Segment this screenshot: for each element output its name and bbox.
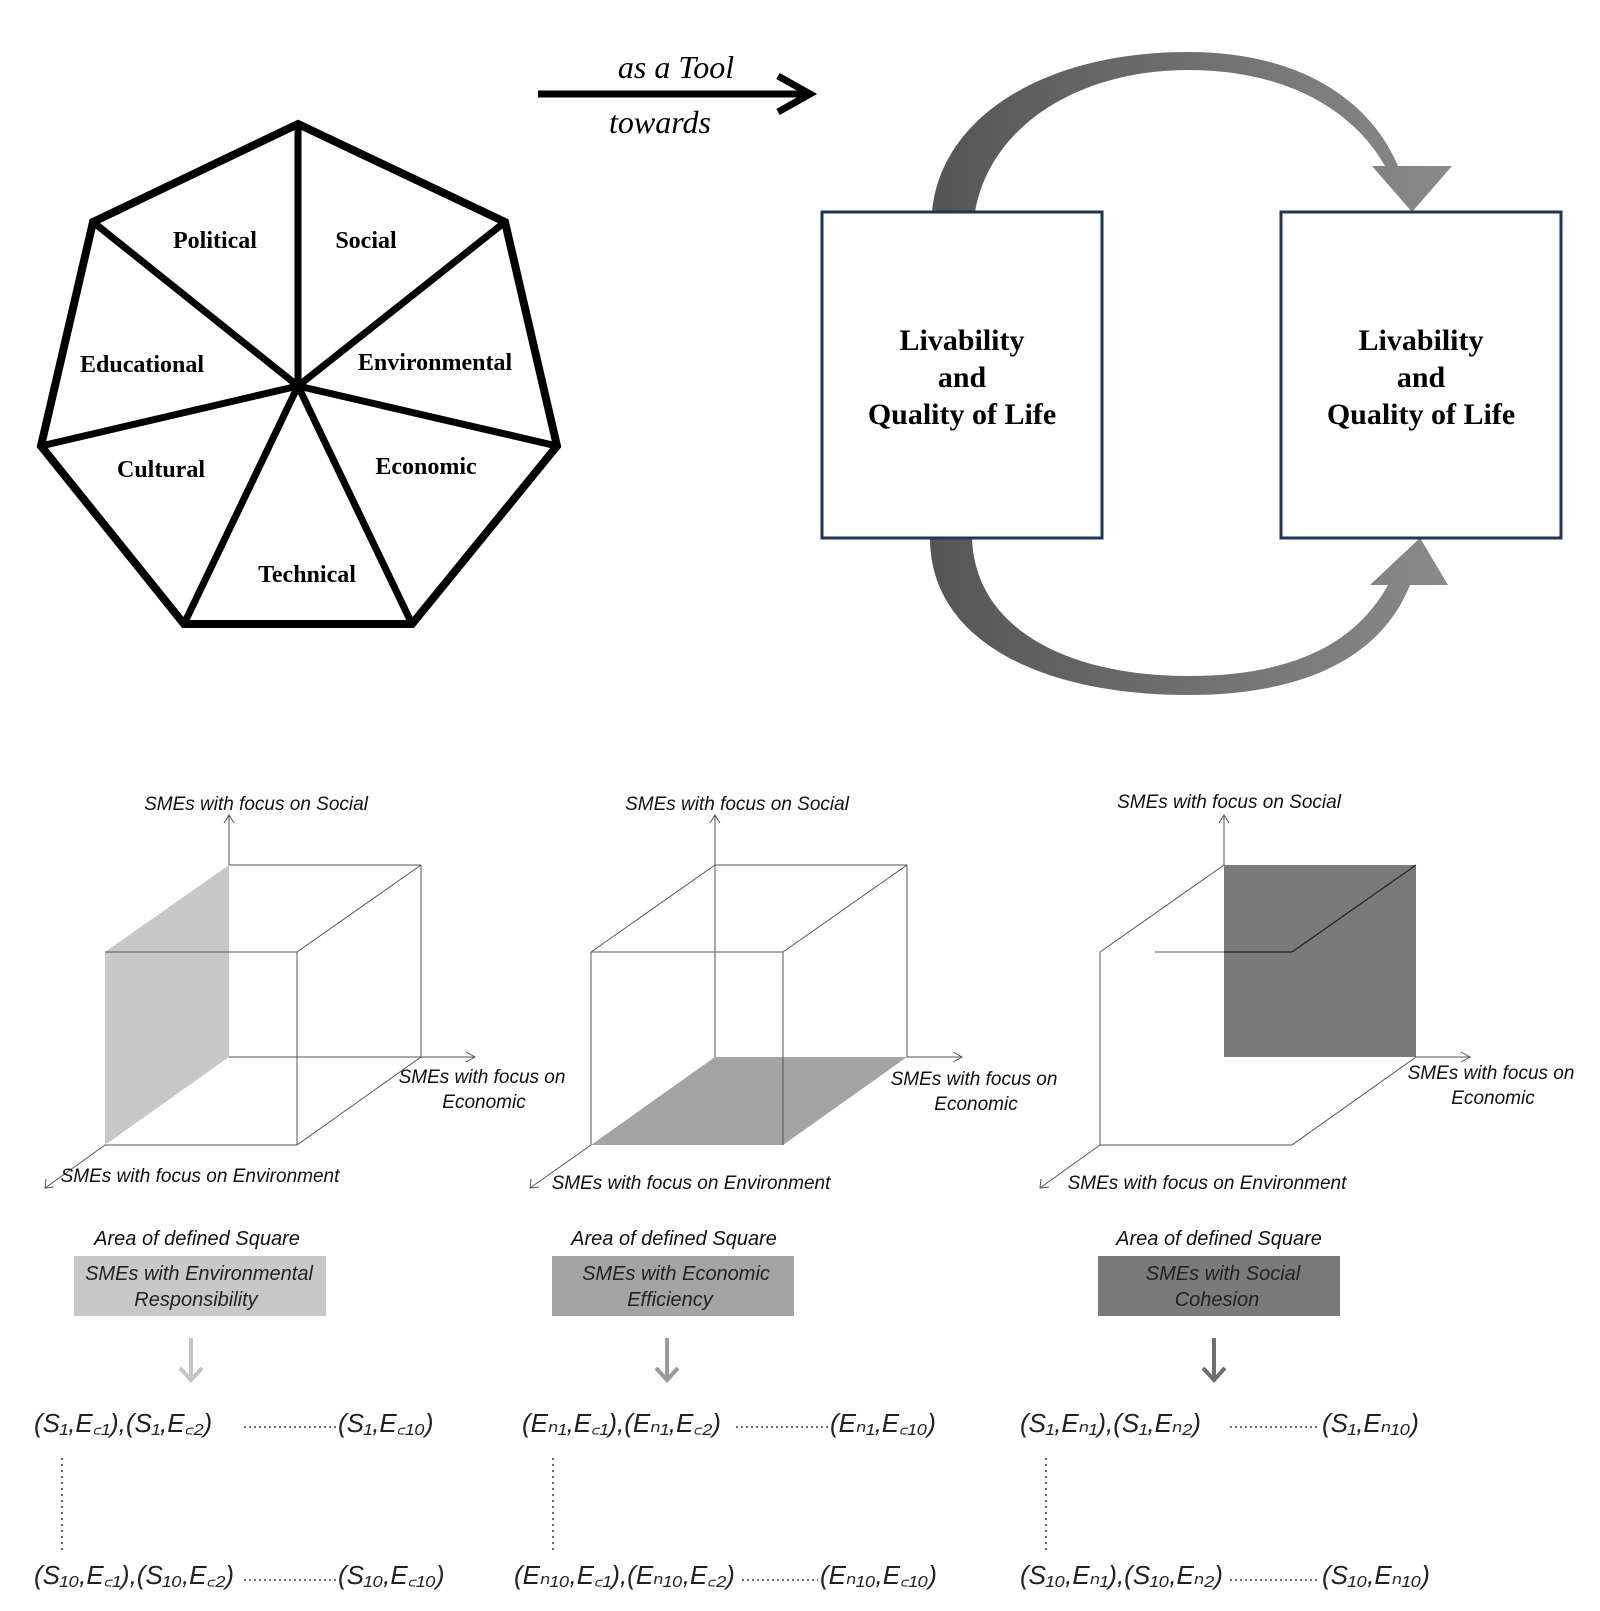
formula-col1-bot-b: (S₁₀,E꜀₁₀) xyxy=(338,1560,445,1590)
cube-environmental: SMEs with focus on Social SMEs with focu… xyxy=(44,794,566,1383)
formula-block: (S₁,E꜀₁),(S₁,E꜀₂) (S₁,E꜀₁₀) (S₁₀,E꜀₁),(S… xyxy=(34,1408,1430,1590)
result-label-2b: Efficiency xyxy=(627,1289,714,1311)
box-right-line3: Quality of Life xyxy=(1327,398,1515,431)
axis-environment-3: SMEs with focus on Environment xyxy=(1068,1173,1348,1194)
shaded-face-economic xyxy=(591,1057,907,1145)
formula-col2-bot-b: (Eₙ₁₀,E꜀₁₀) xyxy=(820,1560,937,1590)
cube-social: SMEs with focus on Social SMEs with focu… xyxy=(1039,792,1575,1383)
tool-label-top: as a Tool xyxy=(618,49,734,85)
cycle-arrow-bottom xyxy=(930,538,1448,695)
axis-economic-3b: Economic xyxy=(1451,1088,1535,1109)
formula-col2-top-b: (Eₙ₁,E꜀₁₀) xyxy=(830,1408,936,1438)
segment-cultural: Cultural xyxy=(117,457,205,483)
shaded-face-social xyxy=(1224,865,1416,1057)
formula-col3-top-b: (S₁,Eₙ₁₀) xyxy=(1322,1408,1419,1438)
cycle-arrow-top xyxy=(932,52,1452,212)
axis-economic-2a: SMEs with focus on xyxy=(891,1069,1058,1090)
livability-box-left xyxy=(820,210,1104,540)
formula-col3-top-a: (S₁,Eₙ₁),(S₁,Eₙ₂) xyxy=(1020,1408,1201,1438)
formula-col3-bot-a: (S₁₀,Eₙ₁),(S₁₀,Eₙ₂) xyxy=(1020,1560,1223,1590)
segment-environmental: Environmental xyxy=(358,350,513,376)
axis-economic-2b: Economic xyxy=(934,1094,1018,1115)
result-box-social xyxy=(1098,1256,1340,1316)
down-arrow-2 xyxy=(654,1338,680,1383)
formula-col2-top-a: (Eₙ₁,E꜀₁),(Eₙ₁,E꜀₂) xyxy=(522,1408,721,1438)
cycle-diagram: Livability and Quality of Life Livabilit… xyxy=(820,52,1563,695)
heptagon-diagram: Political Social Environmental Economic … xyxy=(36,119,562,628)
axis-social-3: SMEs with focus on Social xyxy=(1117,792,1342,813)
axis-economic-3a: SMEs with focus on xyxy=(1408,1063,1575,1084)
segment-economic: Economic xyxy=(375,454,477,480)
segment-technical: Technical xyxy=(258,562,356,588)
result-label-1a: SMEs with Environmental xyxy=(85,1263,313,1285)
shaded-face-environmental xyxy=(105,865,229,1145)
formula-col1-top-b: (S₁,E꜀₁₀) xyxy=(338,1408,434,1438)
livability-box-right xyxy=(1279,210,1563,540)
formula-col1-bot-a: (S₁₀,E꜀₁),(S₁₀,E꜀₂) xyxy=(34,1560,234,1590)
down-arrow-3 xyxy=(1201,1338,1227,1383)
formula-col3-bot-b: (S₁₀,Eₙ₁₀) xyxy=(1322,1560,1430,1590)
tool-arrow: as a Tool towards xyxy=(538,49,818,140)
axis-economic-1b: Economic xyxy=(442,1092,526,1113)
area-title-1: Area of defined Square xyxy=(93,1228,300,1250)
axis-environment-2: SMEs with focus on Environment xyxy=(552,1173,832,1194)
axis-environment-1: SMEs with focus on Environment xyxy=(61,1166,341,1187)
cube-economic: SMEs with focus on Social SMEs with focu… xyxy=(529,794,1058,1383)
axis-economic-1a: SMEs with focus on xyxy=(399,1067,566,1088)
area-title-3: Area of defined Square xyxy=(1115,1228,1322,1250)
result-label-2a: SMEs with Economic xyxy=(582,1263,770,1285)
axis-social-2: SMEs with focus on Social xyxy=(625,794,850,815)
result-label-3b: Cohesion xyxy=(1175,1289,1260,1311)
box-left-line2: and xyxy=(938,361,987,394)
axis-social-1: SMEs with focus on Social xyxy=(144,794,369,815)
segment-political: Political xyxy=(173,228,257,254)
box-left-line1: Livability xyxy=(899,324,1024,357)
result-box-environmental xyxy=(74,1256,326,1316)
segment-social: Social xyxy=(335,228,397,254)
result-box-economic xyxy=(552,1256,794,1316)
box-right-line1: Livability xyxy=(1358,324,1483,357)
result-label-3a: SMEs with Social xyxy=(1146,1263,1301,1285)
down-arrow-1 xyxy=(178,1338,204,1383)
area-title-2: Area of defined Square xyxy=(570,1228,777,1250)
result-label-1b: Responsibility xyxy=(134,1289,258,1311)
tool-label-bottom: towards xyxy=(609,104,711,140)
segment-educational: Educational xyxy=(80,352,204,378)
formula-col2-bot-a: (Eₙ₁₀,E꜀₁),(Eₙ₁₀,E꜀₂) xyxy=(514,1560,735,1590)
box-right-line2: and xyxy=(1397,361,1446,394)
box-left-line3: Quality of Life xyxy=(868,398,1056,431)
formula-col1-top-a: (S₁,E꜀₁),(S₁,E꜀₂) xyxy=(34,1408,212,1438)
